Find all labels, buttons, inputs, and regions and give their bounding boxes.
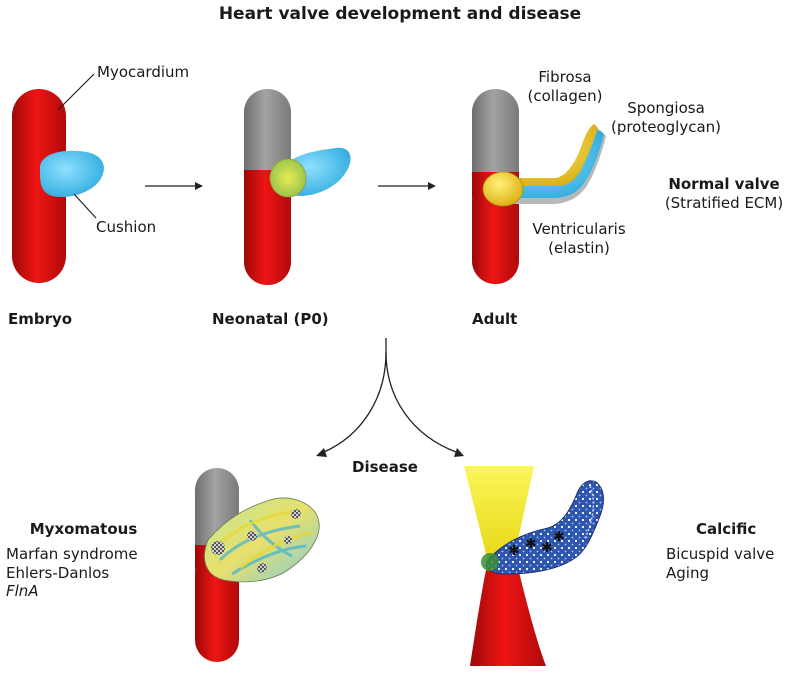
disease-branch-arrows: [323, 338, 457, 453]
cushion-leader-line: [73, 193, 97, 219]
myxomatous-figure: [195, 468, 320, 662]
embryo-myocardium-tube: [12, 89, 66, 283]
svg-text:✱: ✱: [525, 536, 537, 552]
disease-arrow-left-head: [316, 448, 327, 457]
normal-valve-label: Normal valve (Stratified ECM): [654, 175, 794, 213]
gag-spot: [211, 541, 225, 555]
spongiosa-name: Spongiosa: [627, 99, 705, 117]
adult-leaflet-fibrosa: [498, 124, 598, 186]
stage-label-embryo: Embryo: [8, 310, 73, 328]
myxomatous-item-2: FlnA: [6, 582, 39, 601]
embryo-figure: [12, 73, 104, 283]
svg-text:✱: ✱: [508, 543, 520, 559]
gag-spot: [284, 536, 292, 544]
myocardium-label: Myocardium: [97, 63, 190, 81]
disease-arrow-right-head: [454, 448, 464, 457]
adult-atrium: [472, 89, 519, 197]
svg-text:✱: ✱: [553, 529, 565, 545]
gag-spot: [257, 563, 267, 573]
myxomatous-title: Myxomatous: [29, 520, 138, 538]
neonatal-ventricle: [244, 175, 291, 285]
embryo-cushion: [39, 150, 104, 198]
fibrosa-name: Fibrosa: [538, 68, 592, 86]
calcific-ventricle-cone: [470, 560, 546, 666]
cushion-label: Cushion: [96, 218, 157, 236]
stage-arrow-1: [145, 182, 203, 190]
gag-spot: [247, 531, 257, 541]
myxomatous-item-1: Ehlers-Danlos: [6, 563, 110, 582]
myxomatous-block: Myxomatous Marfan syndrome Ehlers-Danlos…: [6, 520, 161, 601]
fibrosa-label: Fibrosa (collagen): [520, 68, 610, 106]
page-title: Heart valve development and disease: [218, 4, 582, 24]
ventricularis-subtitle: (elastin): [548, 238, 610, 257]
normal-valve-title: Normal valve: [668, 175, 780, 193]
stage-arrow-2: [378, 182, 436, 190]
calcific-block: Calcific Bicuspid valve Aging: [666, 520, 774, 582]
stage-label-neonatal: Neonatal (P0): [212, 310, 329, 328]
ventricularis-label: Ventricularis (elastin): [526, 220, 632, 258]
neonatal-figure: [244, 89, 351, 285]
calcific-nodules: ✱ ✱ ✱ ✱: [508, 529, 565, 559]
myxomatous-item-0: Marfan syndrome: [6, 544, 138, 563]
calcific-item-0: Bicuspid valve: [666, 544, 775, 563]
calcific-item-1: Aging: [666, 563, 709, 582]
adult-leaflet-spongiosa: [500, 128, 604, 198]
calcific-leaflet: [485, 480, 604, 575]
gag-spot: [291, 509, 301, 519]
svg-text:✱: ✱: [541, 540, 553, 556]
myxomatous-leaflet: [204, 497, 320, 583]
disease-label: Disease: [352, 458, 418, 476]
normal-valve-subtitle: (Stratified ECM): [664, 193, 784, 212]
myocardium-leader-line: [57, 73, 95, 111]
spongiosa-label: Spongiosa (proteoglycan): [602, 99, 730, 137]
spongiosa-subtitle: (proteoglycan): [610, 117, 722, 136]
adult-figure: [472, 89, 606, 284]
ventricularis-name: Ventricularis: [532, 220, 626, 238]
fibrosa-subtitle: (collagen): [527, 86, 603, 105]
calcific-title: Calcific: [696, 520, 757, 538]
calcific-figure: ✱ ✱ ✱ ✱: [464, 466, 604, 666]
adult-hinge: [482, 171, 524, 207]
stage-label-adult: Adult: [472, 310, 518, 328]
neonatal-hinge: [269, 158, 307, 198]
